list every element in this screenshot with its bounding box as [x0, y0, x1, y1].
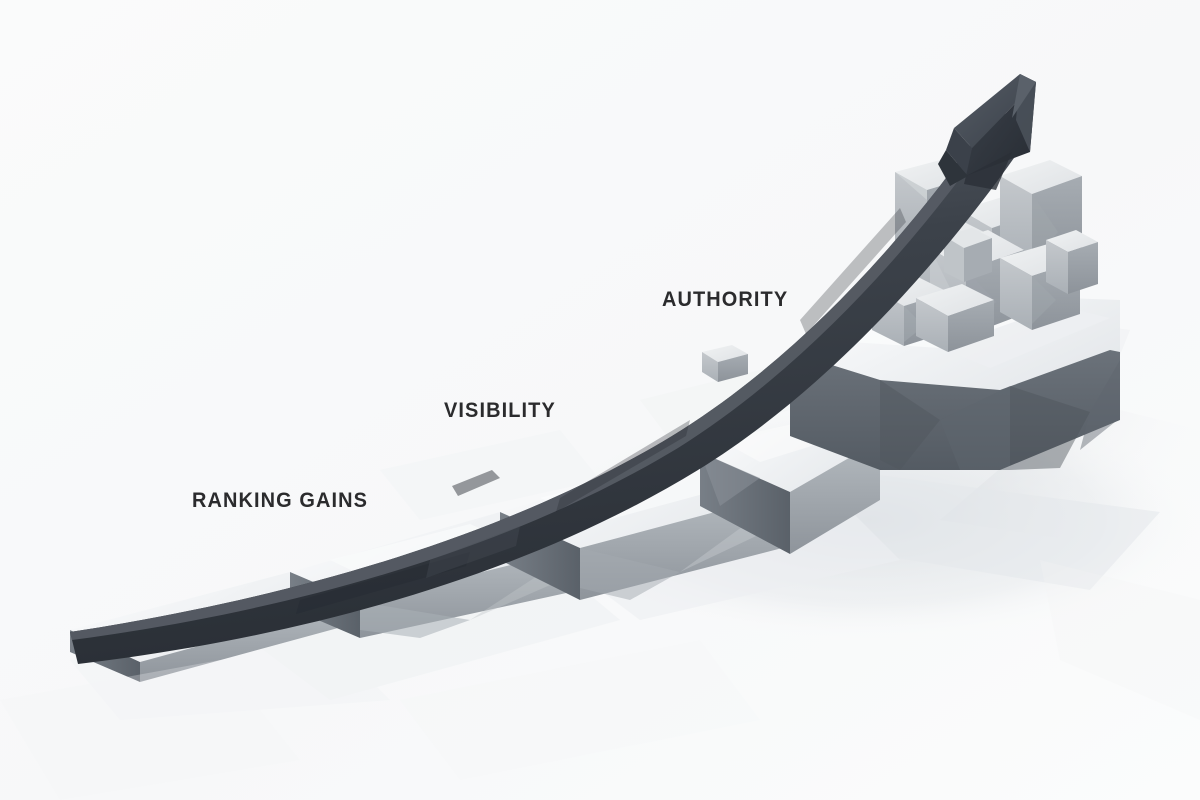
label-ranking-gains: RANKING GAINS: [192, 489, 369, 512]
growth-arrow: [70, 74, 1036, 664]
cube-front-low: [916, 284, 994, 352]
label-authority: AUTHORITY: [662, 288, 789, 311]
label-visibility: VISIBILITY: [444, 399, 556, 422]
overlay-facets: [0, 560, 1200, 800]
cube-back-right: [1000, 160, 1082, 272]
accent-cube-small: [702, 345, 748, 382]
arrow-head-icon: [938, 74, 1036, 190]
cube-back-small: [944, 228, 992, 282]
cube-right-low: [1046, 230, 1098, 294]
